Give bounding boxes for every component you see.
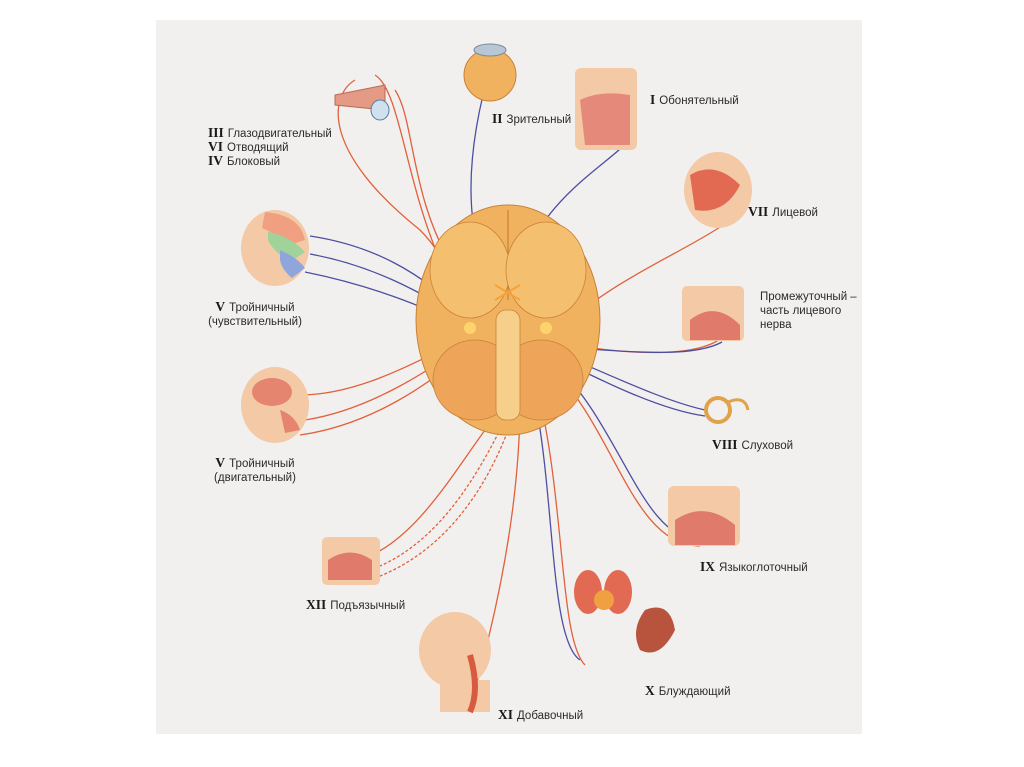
hypoglossal-tongue-section [322, 537, 380, 585]
label-intermediate-line2: часть лицевого [760, 305, 842, 317]
vagus-line-b [539, 399, 586, 666]
brain-illustration [415, 204, 601, 436]
accessory-head-neck [419, 612, 491, 714]
inner-ear-illustration [704, 396, 750, 424]
vagus-line-a [534, 399, 581, 661]
label-intermediate-line3: нерва [760, 319, 792, 331]
label-intermediate-line1: Промежуточный – [760, 291, 857, 303]
eyeball-illustration [463, 43, 517, 102]
trigeminal-motor-head [241, 367, 309, 443]
intermediate-tongue-section [682, 286, 744, 341]
trigeminal-sensory-head [241, 210, 309, 286]
label-intermediate: Промежуточный – часть лицевого нерва [760, 290, 857, 332]
hypoglossal-dashed-line-b [374, 424, 511, 579]
hypoglossal-dashed-line [369, 419, 506, 571]
vagus-organs-illustration [574, 570, 675, 653]
olfactory-head-section [575, 68, 637, 150]
glossopharyngeal-head-section [668, 486, 740, 546]
facial-head-illustration [684, 152, 752, 228]
hypoglossal-line [359, 409, 501, 561]
eye-muscles-illustration [334, 84, 390, 121]
